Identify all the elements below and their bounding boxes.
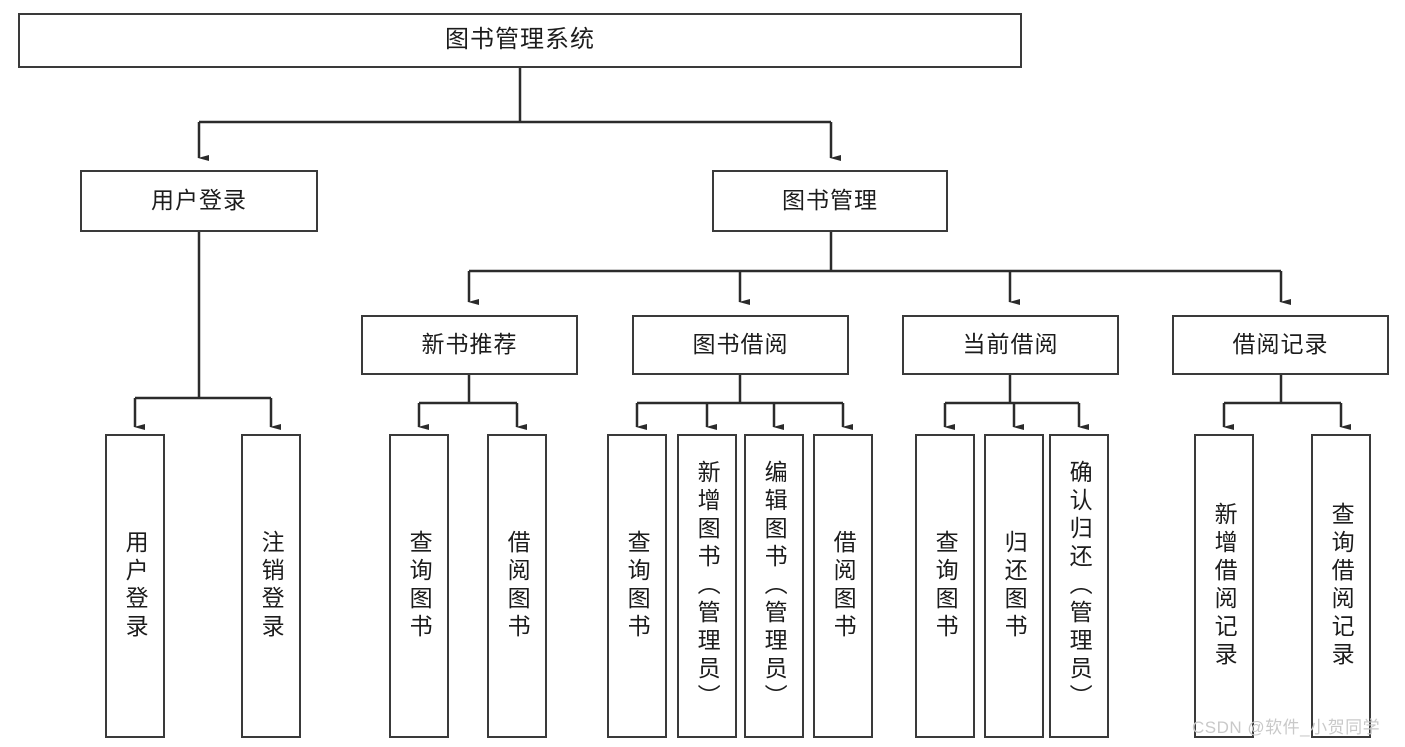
node-label: 图书借阅	[692, 331, 789, 358]
leaf-label: 查询借阅记录	[1328, 502, 1355, 670]
leaf-current-borrow-return-book[interactable]: 归还图书	[984, 434, 1044, 738]
leaf-label: 查询图书	[406, 530, 433, 642]
leaf-user-login-login[interactable]: 用户登录	[105, 434, 165, 738]
leaf-current-borrow-confirm-return-admin[interactable]: 确认归还（管理员）	[1049, 434, 1109, 738]
node-label: 当前借阅	[962, 331, 1059, 358]
leaf-user-login-logout[interactable]: 注销登录	[241, 434, 301, 738]
leaf-new-book-borrow-book[interactable]: 借阅图书	[487, 434, 547, 738]
leaf-new-book-query-book[interactable]: 查询图书	[389, 434, 449, 738]
node-current-borrow[interactable]: 当前借阅	[902, 315, 1119, 375]
leaf-book-borrow-edit-book-admin[interactable]: 编辑图书（管理员）	[744, 434, 804, 738]
leaf-borrow-record-add-record[interactable]: 新增借阅记录	[1194, 434, 1254, 738]
leaf-label: 借阅图书	[830, 530, 857, 642]
leaf-label: 注销登录	[258, 530, 285, 642]
leaf-book-borrow-add-book-admin[interactable]: 新增图书（管理员）	[677, 434, 737, 738]
node-label: 用户登录	[151, 187, 247, 214]
leaf-label: 新增借阅记录	[1211, 502, 1238, 670]
node-book-management[interactable]: 图书管理	[712, 170, 948, 232]
leaf-label: 归还图书	[1001, 530, 1028, 642]
leaf-label: 编辑图书（管理员）	[761, 460, 788, 712]
leaf-book-borrow-borrow-book[interactable]: 借阅图书	[813, 434, 873, 738]
leaf-label: 查询图书	[624, 530, 651, 642]
node-label: 图书管理系统	[445, 26, 595, 54]
leaf-label: 查询图书	[932, 530, 959, 642]
node-label: 图书管理	[782, 187, 878, 214]
leaf-borrow-record-query-record[interactable]: 查询借阅记录	[1311, 434, 1371, 738]
node-user-login[interactable]: 用户登录	[80, 170, 318, 232]
csdn-watermark: CSDN @软件_小贺同学	[1192, 718, 1381, 737]
node-root-book-management-system[interactable]: 图书管理系统	[18, 13, 1022, 68]
leaf-label: 确认归还（管理员）	[1066, 460, 1093, 712]
leaf-label: 用户登录	[122, 530, 149, 642]
node-label: 借阅记录	[1232, 331, 1329, 358]
node-new-book-recommend[interactable]: 新书推荐	[361, 315, 578, 375]
node-borrow-record[interactable]: 借阅记录	[1172, 315, 1389, 375]
leaf-current-borrow-query-book[interactable]: 查询图书	[915, 434, 975, 738]
node-label: 新书推荐	[421, 331, 518, 358]
node-book-borrow[interactable]: 图书借阅	[632, 315, 849, 375]
leaf-book-borrow-query-book[interactable]: 查询图书	[607, 434, 667, 738]
leaf-label: 新增图书（管理员）	[694, 460, 721, 712]
leaf-label: 借阅图书	[504, 530, 531, 642]
